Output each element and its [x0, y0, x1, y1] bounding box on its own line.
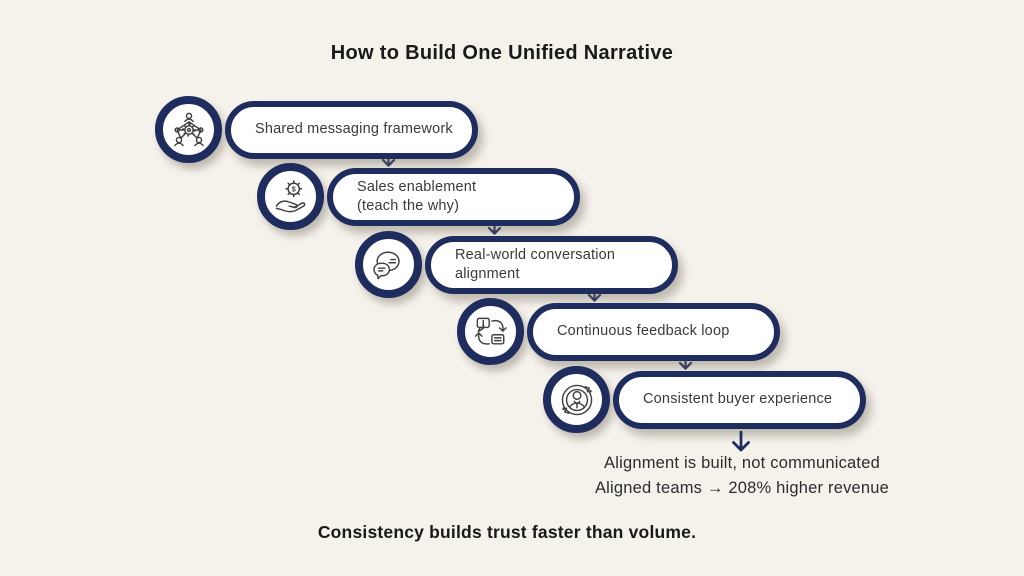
step-label: Sales enablement (teach the why)	[357, 178, 477, 214]
step-3-pill: Real-world conversation alignment	[425, 235, 678, 294]
team-network-icon	[173, 112, 204, 146]
step-5-pill: Consistent buyer experience	[613, 370, 866, 429]
step-5-badge	[543, 366, 610, 433]
buyer-cycle-icon	[561, 384, 592, 415]
step-4: Continuous feedback loop	[457, 298, 780, 365]
step-2: $ Sales enablement (teach the why)	[257, 163, 580, 230]
step-label: Real-world conversation alignment	[455, 246, 616, 282]
outcome-line-2: Aligned teams → 208% higher revenue	[594, 479, 890, 497]
feedback-loop-icon	[474, 317, 507, 345]
step-3: Real-world conversation alignment	[355, 231, 678, 298]
page-title: How to Build One Unified Narrative	[330, 42, 674, 64]
step-1-pill: Shared messaging framework	[225, 100, 478, 159]
outcome-text: Alignment is built, not communicated Ali…	[595, 451, 889, 501]
step-2-pill: Sales enablement (teach the why)	[327, 167, 580, 226]
step-4-badge	[457, 298, 524, 365]
footer-tagline: Consistency builds trust faster than vol…	[317, 522, 697, 542]
step-2-badge: $	[257, 163, 324, 230]
svg-text:$: $	[291, 184, 295, 193]
step-1-badge	[155, 96, 222, 163]
outcome-line-1: Alignment is built, not communicated	[604, 454, 880, 472]
step-4-pill: Continuous feedback loop	[527, 302, 780, 361]
step-label: Consistent buyer experience	[643, 391, 833, 408]
step-1: Shared messaging framework	[155, 96, 478, 163]
chat-bubbles-icon	[372, 251, 400, 279]
step-label: Continuous feedback loop	[557, 323, 730, 340]
step-5: Consistent buyer experience	[543, 366, 866, 433]
down-arrow-icon	[732, 431, 750, 452]
step-3-badge	[355, 231, 422, 298]
hand-gear-icon: $	[275, 179, 305, 212]
step-label: Shared messaging framework	[255, 121, 453, 138]
